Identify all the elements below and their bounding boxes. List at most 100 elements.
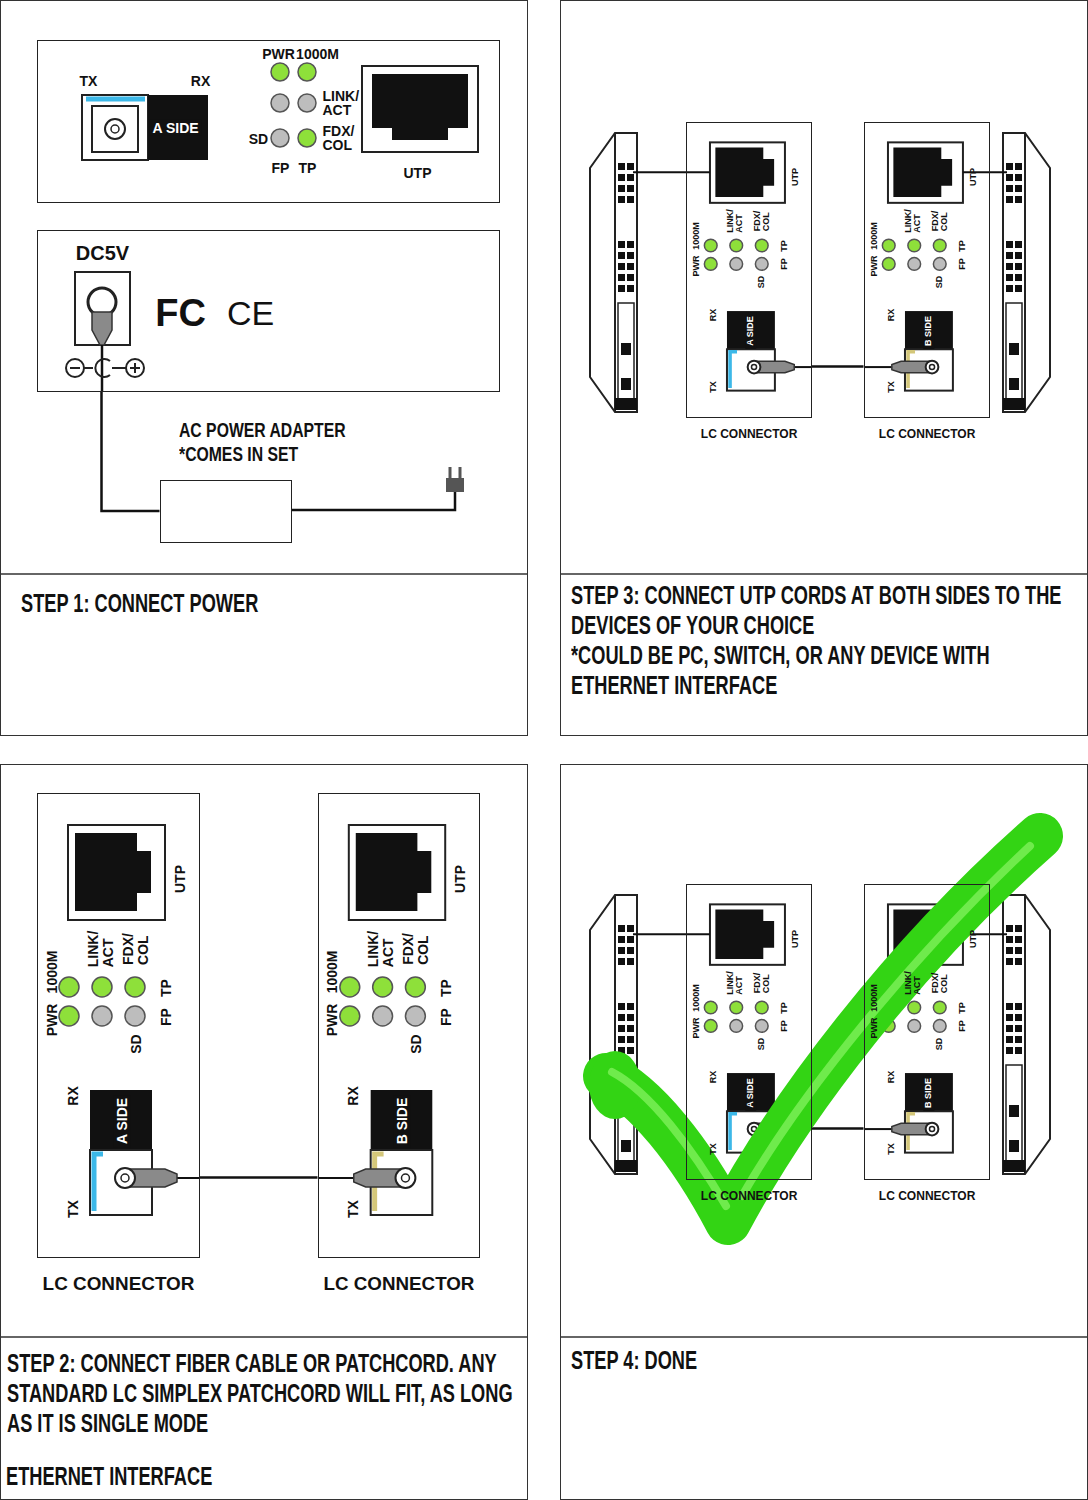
panel-label: PWR — [262, 46, 295, 61]
switch-port — [618, 263, 625, 270]
switch-port — [618, 1025, 625, 1032]
caption-divider — [560, 573, 1088, 575]
switch-port — [1006, 274, 1013, 281]
status-led — [933, 1001, 946, 1014]
switch-module-port — [1009, 343, 1019, 355]
status-led — [755, 258, 768, 271]
port-label: TX — [709, 1143, 718, 1155]
port-label: LC CONNECTOR — [879, 428, 976, 441]
media-converter: UTP1000MLINK/ ACTFDX/ COLTPPWRFPSDRXB SI… — [864, 122, 990, 418]
sfp-ferrule — [121, 1174, 129, 1182]
switch-port — [618, 958, 625, 965]
switch-module-port — [1009, 378, 1019, 390]
switch-port — [627, 958, 634, 965]
sfp-port — [82, 95, 148, 160]
port-label: SD — [936, 275, 945, 288]
port-label: LC CONNECTOR — [701, 1190, 798, 1203]
polarity-minus — [66, 359, 84, 377]
caption-block: AC POWER ADAPTER *COMES IN SET — [179, 418, 351, 466]
power-cable — [102, 392, 160, 512]
dc-plug — [92, 312, 112, 345]
port-label: FP — [781, 1021, 790, 1033]
port-label: 1000M — [693, 984, 702, 1012]
switch-port — [627, 252, 634, 259]
port-label: TX — [709, 381, 718, 393]
switch-port — [1015, 925, 1022, 932]
status-led — [340, 977, 360, 997]
status-led — [882, 239, 895, 252]
front-panel: TXRXA SIDEPWR1000MLINK/ ACTSDFDX/ COLFPT… — [37, 40, 500, 203]
switch-port — [627, 925, 634, 932]
lc-plug — [892, 361, 929, 372]
switch-foot — [615, 398, 637, 410]
switch-port — [618, 241, 625, 248]
port-label: LINK/ ACT — [86, 930, 115, 967]
media-converter: UTP1000MLINK/ ACTFDX/ COLTPPWRFPSDRXA SI… — [37, 793, 200, 1258]
port-label: LINK/ ACT — [904, 971, 923, 995]
switch-port — [627, 1003, 634, 1010]
port-label: 1000M — [871, 222, 880, 250]
network-switch — [1003, 133, 1050, 412]
switch-port — [618, 252, 625, 259]
port-label: 1000M — [325, 950, 340, 993]
panel-label: TX — [80, 73, 98, 88]
switch-port — [1015, 185, 1022, 192]
port-label: TP — [158, 979, 173, 997]
port-label: SD — [128, 1034, 143, 1053]
switch-port — [1015, 163, 1022, 170]
side-block — [727, 1073, 775, 1111]
step-caption: STEP 3: CONNECT UTP CORDS AT BOTH SIDES … — [571, 581, 1076, 641]
port-label: UTP — [792, 168, 801, 186]
switch-port — [627, 936, 634, 943]
panel-label: CE — [227, 296, 274, 332]
switch-module-port — [1009, 1105, 1019, 1117]
port-label: FP — [959, 1021, 968, 1033]
step-panel: STEP 3: CONNECT UTP CORDS AT BOTH SIDES … — [560, 0, 1088, 736]
lc-plug — [129, 1169, 177, 1187]
port-label: RX — [887, 1070, 896, 1083]
port-label: UTP — [172, 865, 187, 893]
caption-block: STEP 4: DONE — [571, 1346, 1076, 1376]
switch-port — [1015, 1047, 1022, 1054]
dc-jack — [75, 272, 130, 345]
port-label: FP — [158, 1008, 173, 1026]
caption-divider — [0, 1336, 528, 1338]
status-led — [298, 129, 316, 147]
switch-port — [618, 285, 625, 292]
switch-port — [1006, 936, 1013, 943]
switch-port — [1006, 1014, 1013, 1021]
status-led — [405, 977, 425, 997]
switch-port — [1006, 1047, 1013, 1054]
media-converter: UTP1000MLINK/ ACTFDX/ COLTPPWRFPSDRXA SI… — [686, 884, 812, 1180]
switch-port — [627, 1025, 634, 1032]
media-converter: UTP1000MLINK/ ACTFDX/ COLTPPWRFPSDRXA SI… — [686, 122, 812, 418]
switch-edge — [1024, 895, 1026, 1174]
mains-plug — [446, 478, 464, 492]
rear-panel: DC5VFCCE — [37, 230, 500, 392]
side-block — [371, 1090, 433, 1150]
checkmark — [606, 836, 1040, 1222]
switch-edge — [1024, 133, 1026, 412]
port-label: TP — [959, 1002, 968, 1014]
port-label: A SIDE — [746, 1075, 757, 1111]
port-label: PWR — [693, 1018, 702, 1039]
switch-port — [627, 163, 634, 170]
sfp-ferrule — [926, 361, 939, 374]
switch-port — [1006, 285, 1013, 292]
port-label: RX — [709, 1070, 718, 1083]
panel-label: FP — [272, 160, 290, 175]
step-panel: STEP 1: CONNECT POWERTXRXA SIDEPWR1000ML… — [0, 0, 528, 736]
utp-cable — [633, 171, 710, 173]
port-label: TP — [959, 240, 968, 252]
switch-foot — [1003, 398, 1025, 410]
switch-edge — [614, 895, 616, 1174]
switch-port — [1006, 252, 1013, 259]
switch-port — [1006, 241, 1013, 248]
panel-label: A SIDE — [149, 119, 201, 136]
port-label: FP — [959, 259, 968, 271]
panel-label: SD — [249, 131, 268, 146]
switch-port — [627, 174, 634, 181]
status-led — [704, 1001, 717, 1014]
switch-port — [627, 947, 634, 954]
status-led — [298, 63, 316, 81]
